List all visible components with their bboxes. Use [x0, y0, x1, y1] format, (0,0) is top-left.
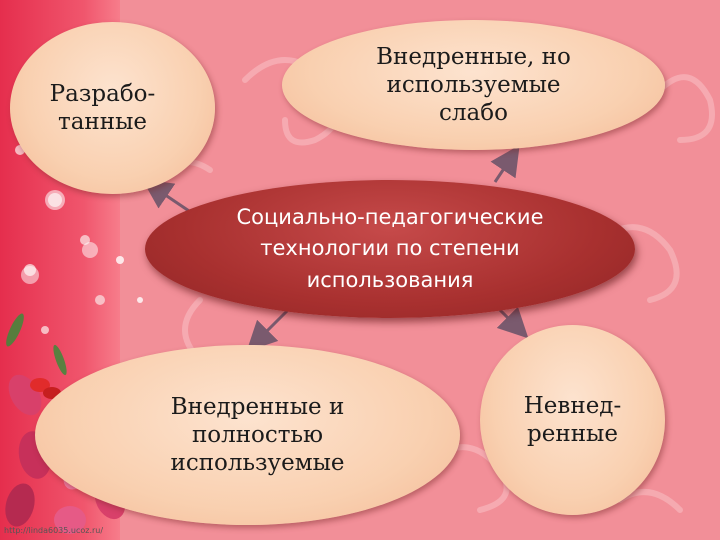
- center-node-label: Социально-педагогические технологии по с…: [236, 204, 544, 292]
- node-developed-label: Разрабо- танные: [49, 80, 156, 135]
- node-weakly-used: Внедренные, но используемые слабо: [282, 20, 665, 150]
- flower-icon: [21, 190, 98, 284]
- node-fully-used: Внедренные и полностью используемые: [35, 345, 460, 525]
- arrow-icon: [490, 145, 520, 183]
- arrow-icon: [246, 308, 290, 352]
- node-fully-used-label: Внедренные и полностью используемые: [170, 393, 345, 477]
- node-developed: Разрабо- танные: [10, 22, 215, 194]
- node-not-implemented: Невнед- ренные: [480, 325, 665, 515]
- node-not-implemented-label: Невнед- ренные: [523, 392, 622, 447]
- center-node: Социально-педагогические технологии по с…: [145, 180, 635, 318]
- footer-url: http://linda6035.ucoz.ru/: [4, 526, 104, 535]
- node-weakly-used-label: Внедренные, но используемые слабо: [376, 43, 571, 127]
